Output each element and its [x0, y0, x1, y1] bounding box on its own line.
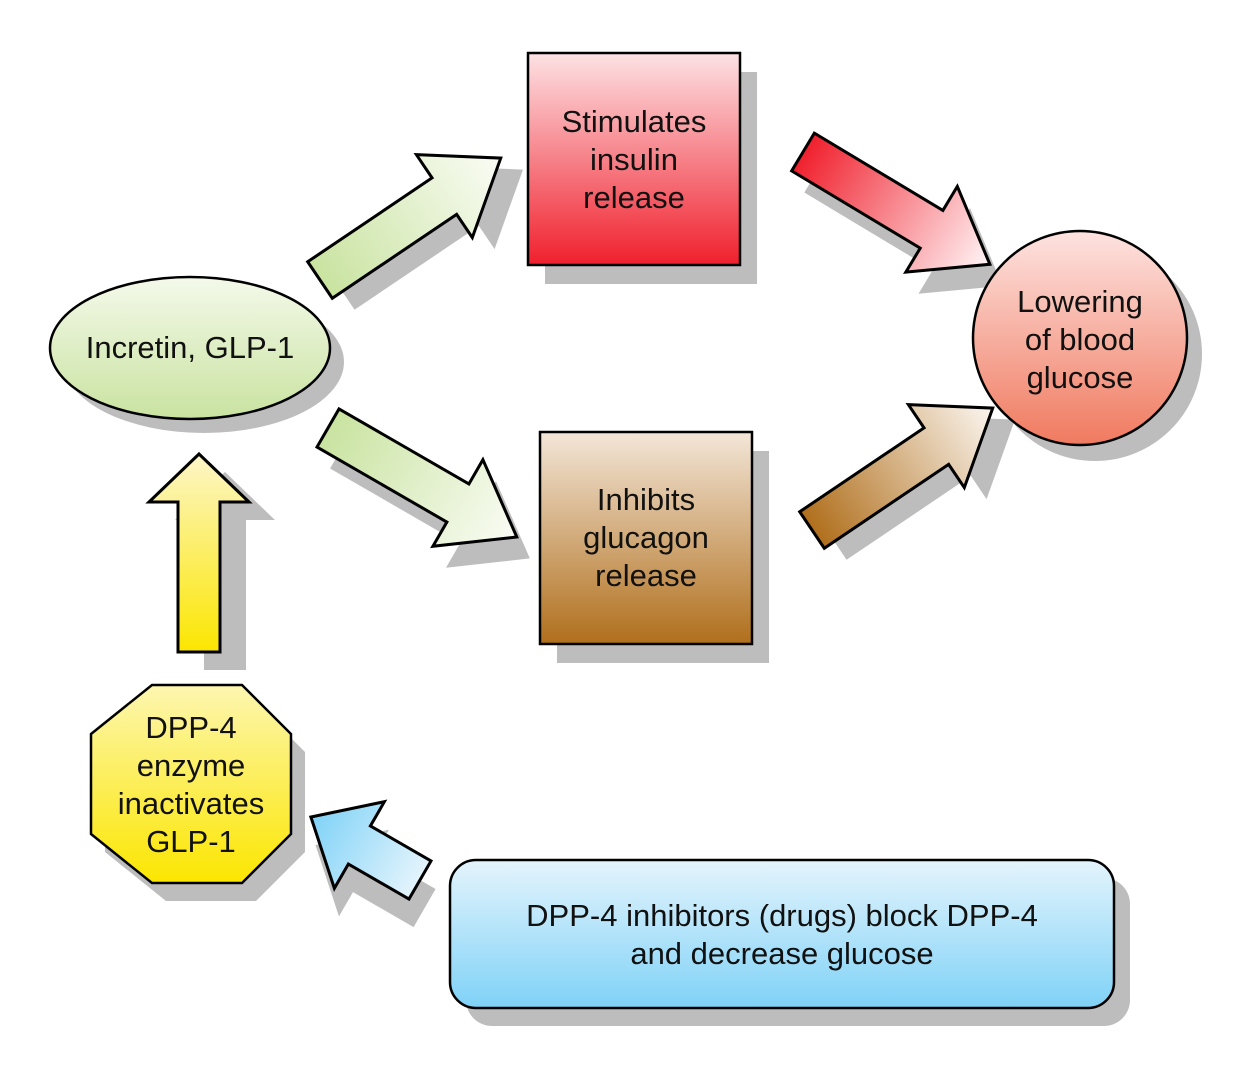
node-lowering	[971, 229, 1202, 461]
node-dpp4	[89, 683, 305, 901]
arrow-body	[797, 403, 995, 551]
node-glucagon-shape	[538, 430, 754, 646]
node-lowering-shape	[971, 229, 1189, 447]
arrow-body	[314, 406, 519, 549]
node-dpp4-shape	[89, 683, 293, 885]
node-incretin-label: Incretin, GLP-1	[85, 330, 295, 365]
node-insulin	[526, 51, 757, 284]
node-insulin-shape	[526, 51, 742, 267]
arrow-dpp4-to-incretin	[145, 451, 275, 670]
arrow-glucagon-to-lowering	[797, 403, 1015, 560]
node-incretin-shape	[48, 275, 332, 421]
arrow-body	[305, 153, 503, 301]
arrow-body	[789, 131, 993, 274]
node-glucagon-label: Inhibits glucagon release	[583, 482, 709, 593]
arrow-incretin-to-insulin	[305, 153, 523, 310]
arrow-body	[145, 451, 253, 654]
node-inhibitors	[448, 858, 1130, 1026]
node-insulin-label: Stimulates insulin release	[561, 104, 707, 215]
node-glucagon	[538, 430, 769, 663]
arrow-insulin-to-lowering	[789, 131, 1003, 294]
arrow-shadow	[175, 472, 275, 670]
arrow-inhibitors-to-dpp4	[308, 799, 436, 928]
node-incretin	[48, 275, 344, 433]
node-inhibitors-label: DPP-4 inhibitors (drugs) block DPP-4 and…	[526, 898, 1038, 971]
node-inhibitors-shape	[448, 858, 1116, 1010]
node-dpp4-label: DPP-4 enzyme inactivates GLP-1	[117, 710, 265, 859]
arrow-body	[308, 799, 434, 902]
node-lowering-label: Lowering of blood glucose	[1017, 284, 1143, 395]
arrow-incretin-to-glucagon	[314, 406, 530, 568]
